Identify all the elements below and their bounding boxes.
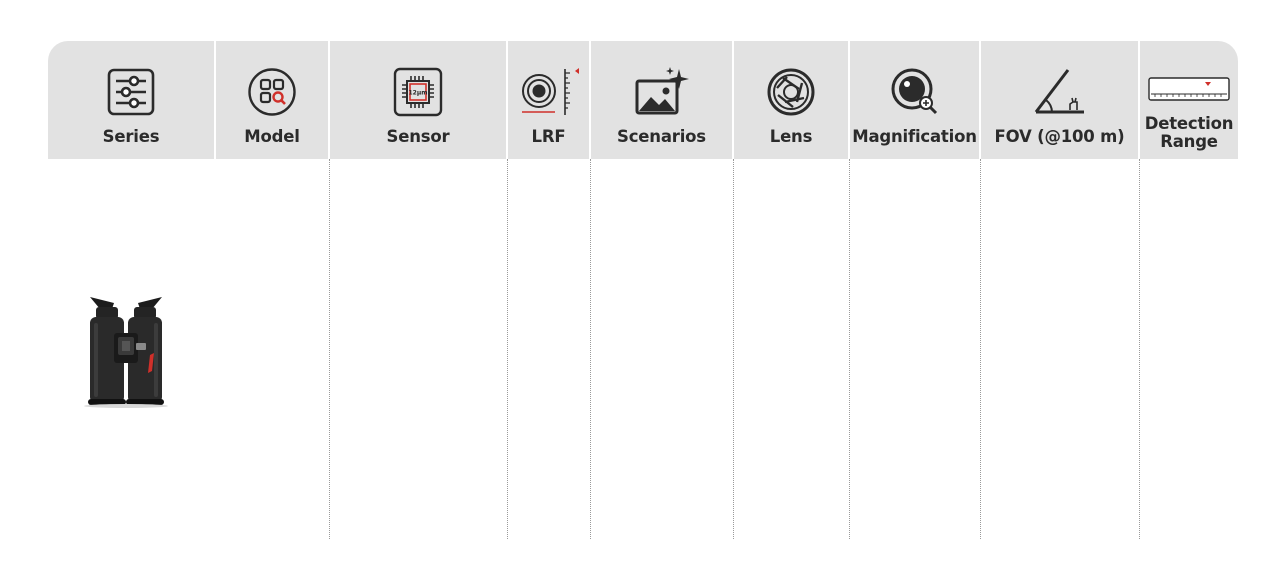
- chip-sensor-icon: 12μm: [393, 67, 443, 117]
- column-header-model: Model: [216, 41, 330, 159]
- column-divider: [733, 159, 734, 539]
- model-grid-search-icon: [247, 67, 297, 117]
- column-label-fov: FOV (@100 m): [994, 127, 1125, 146]
- column-label-magnification: Magnification: [852, 127, 977, 146]
- comparison-table: Series Model: [48, 41, 1238, 541]
- column-label-detection-range: Detection Range: [1144, 114, 1234, 151]
- column-header-detection-range: Detection Range: [1140, 41, 1238, 159]
- column-divider: [1139, 159, 1140, 539]
- column-divider: [507, 159, 508, 539]
- column-label-lens: Lens: [769, 127, 813, 146]
- column-header-scenarios: Scenarios: [591, 41, 734, 159]
- landscape-sparkle-icon: [633, 65, 691, 119]
- field-of-view-angle-icon: [1032, 66, 1088, 118]
- column-label-lrf: LRF: [531, 127, 566, 146]
- column-header-series: Series: [48, 41, 216, 159]
- column-divider: [590, 159, 591, 539]
- column-divider: [849, 159, 850, 539]
- sensor-chip-text: 12μm: [408, 90, 427, 97]
- ruler-range-icon: [1147, 74, 1231, 104]
- table-body: [48, 159, 1238, 539]
- column-label-sensor: Sensor: [386, 127, 450, 146]
- column-label-model: Model: [244, 127, 300, 146]
- magnifier-icon: [890, 67, 940, 117]
- column-divider: [329, 159, 330, 539]
- column-header-lrf: LRF: [508, 41, 591, 159]
- column-header-fov: FOV (@100 m): [981, 41, 1140, 159]
- column-label-scenarios: Scenarios: [617, 127, 706, 146]
- column-header-lens: Lens: [734, 41, 850, 159]
- binocular-product-image[interactable]: [78, 293, 174, 409]
- laser-rangefinder-icon: [519, 65, 579, 119]
- column-label-series: Series: [102, 127, 160, 146]
- aperture-icon: [766, 67, 816, 117]
- sliders-icon: [107, 68, 155, 116]
- column-divider: [980, 159, 981, 539]
- column-header-magnification: Magnification: [850, 41, 981, 159]
- column-header-sensor: 12μm Sensor: [330, 41, 508, 159]
- table-header: Series Model: [48, 41, 1238, 159]
